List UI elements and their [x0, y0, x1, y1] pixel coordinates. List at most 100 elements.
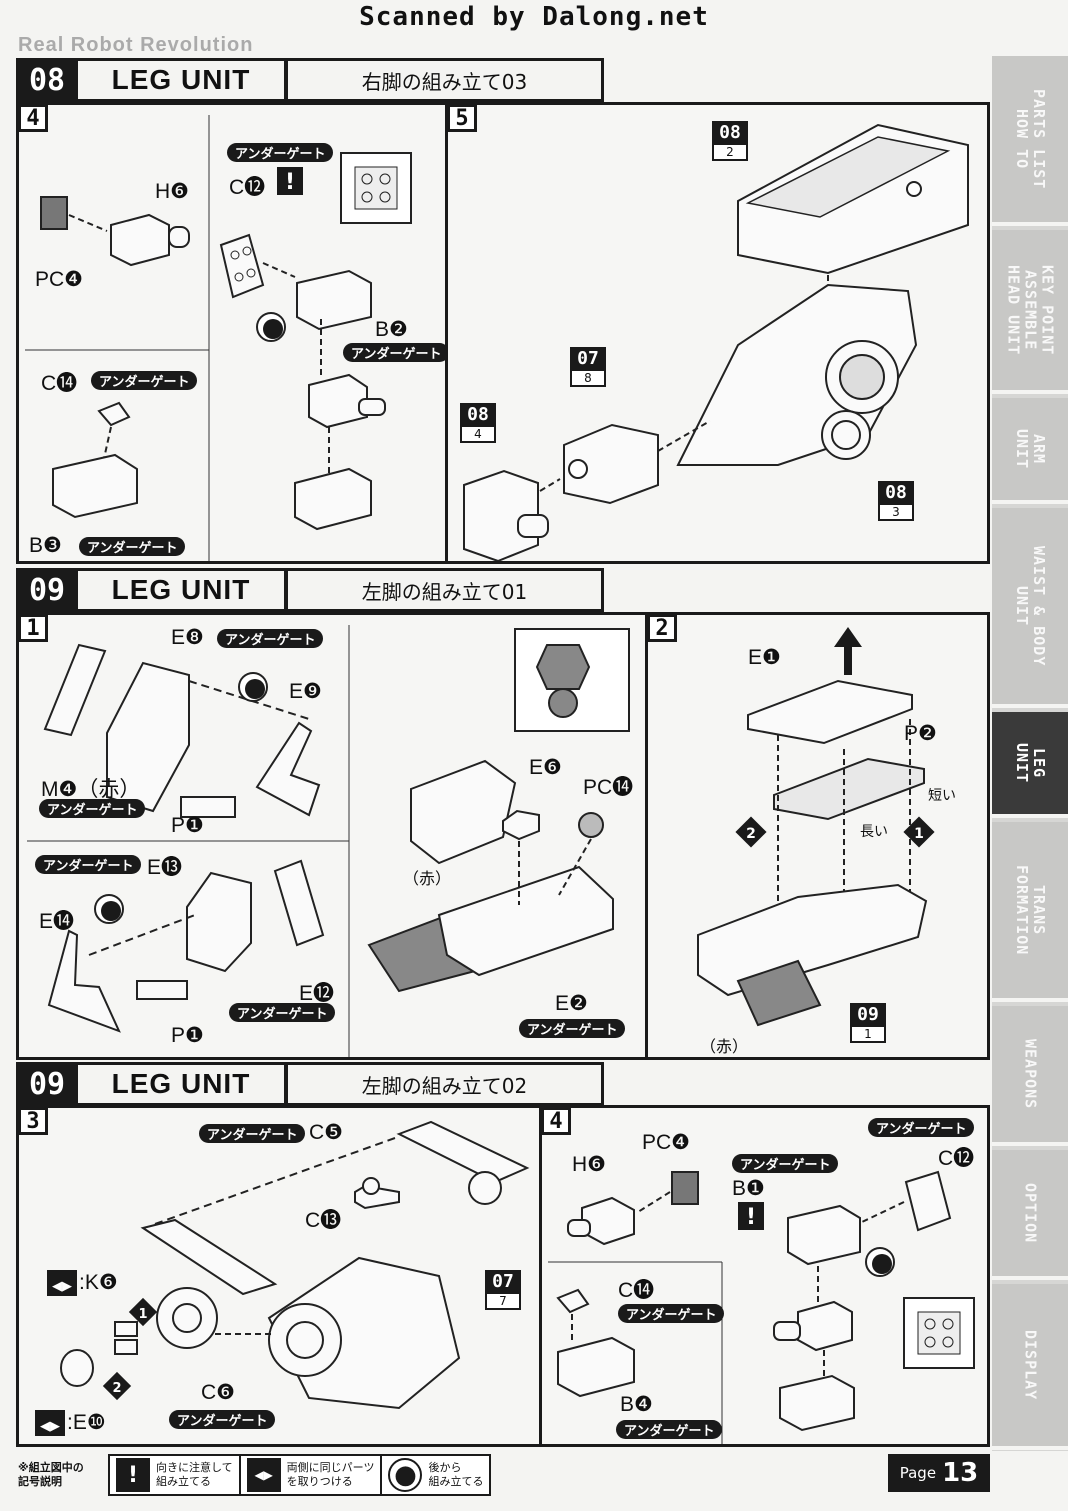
page-number: 13 — [942, 1458, 979, 1488]
part-label-b3: B❸ — [29, 534, 62, 557]
page-number-box: Page 13 — [888, 1454, 990, 1492]
under-gate-tag: アンダーゲート — [79, 537, 186, 556]
chapter-sidebar: PARTS LIST HOW TO KEY POINT ASSEMBLE HEA… — [992, 56, 1068, 1451]
symbol-legend: ※組立図中の 記号説明 ! 向きに注意して 組み立てる ◀▶ 両側に同じパーツ … — [18, 1454, 504, 1496]
under-gate-tag: アンダーゲート — [227, 143, 334, 162]
label-short: 短い — [928, 788, 956, 804]
section-title: LEG UNIT — [78, 1065, 284, 1103]
part-label-pc4: PC❹ — [35, 268, 83, 291]
step-number: 1 — [18, 614, 48, 642]
part-label-c14: C⓮ — [41, 372, 78, 395]
section-number: 09 — [28, 1066, 66, 1102]
under-gate-tag: アンダーゲート — [91, 371, 198, 390]
section-subtitle: 右脚の組み立て03 — [288, 61, 601, 99]
part-label-e9: E❾ — [289, 680, 322, 703]
svg-text:!: ! — [746, 1205, 756, 1230]
part-label-c12: C⓬ — [938, 1147, 975, 1170]
under-gate-tag: アンダーゲート — [519, 1019, 626, 1038]
under-gate-tag: アンダーゲート — [868, 1118, 975, 1137]
step-panel-09-1: 1 — [16, 612, 648, 1060]
part-label-e14: E⓮ — [39, 910, 75, 933]
step-illustration: 2 1 — [697, 627, 935, 1027]
part-label-b4: B❹ — [620, 1393, 653, 1416]
svg-text:2: 2 — [746, 826, 756, 842]
part-label-h6: H❻ — [572, 1153, 606, 1176]
step-number: 3 — [18, 1107, 48, 1135]
page-label: Page — [899, 1464, 937, 1482]
step-illustration: 1 2 ◀▶ ◀▶ — [35, 1120, 530, 1436]
svg-text:1: 1 — [138, 1307, 147, 1322]
under-gate-tag: アンダーゲート — [169, 1410, 276, 1429]
part-label-p2: P❷ — [904, 722, 937, 745]
part-label-h6: H❻ — [155, 180, 189, 203]
svg-text:!: ! — [285, 170, 295, 195]
under-gate-tag: アンダーゲート — [618, 1304, 725, 1323]
under-gate-tag: アンダーゲート — [616, 1420, 723, 1439]
under-gate-tag: アンダーゲート — [732, 1154, 839, 1173]
step-illustration — [463, 123, 969, 561]
step-panel-09-3: 3 1 2 ◀▶ ◀▶ アンダーゲート C❺ — [16, 1105, 542, 1447]
scan-credit: Scanned by Dalong.net — [359, 2, 709, 32]
label-long: 長い — [860, 824, 888, 840]
section-header-09b: 09 LEG UNIT 左脚の組み立て02 — [16, 1062, 604, 1106]
step-number: 4 — [18, 104, 48, 132]
svg-text:◀▶: ◀▶ — [40, 1419, 60, 1434]
svg-text:2: 2 — [112, 1381, 121, 1396]
color-note-red: （赤） — [700, 1037, 749, 1056]
series-title: Real Robot Revolution — [18, 34, 254, 56]
part-label-c13: C⓭ — [305, 1209, 342, 1232]
part-label-k6: :K❻ — [79, 1271, 118, 1294]
tab-transformation[interactable]: TRANS FORMATION — [992, 822, 1068, 1002]
under-gate-tag: アンダーゲート — [217, 629, 324, 648]
section-header-08: 08 LEG UNIT 右脚の組み立て03 — [16, 58, 604, 102]
part-label-e10: :E❿ — [67, 1411, 106, 1434]
tab-weapons[interactable]: WEAPONS — [992, 1006, 1068, 1146]
part-label-pc4: PC❹ — [642, 1131, 690, 1154]
part-label-e8: E❽ — [171, 626, 204, 649]
part-label-b1: B❶ — [732, 1177, 765, 1200]
legend-item-both-sides: ◀▶ 両側に同じパーツ を取りつける — [238, 1454, 383, 1496]
part-label-e6: E❻ — [529, 756, 562, 779]
tab-parts-list[interactable]: PARTS LIST HOW TO — [992, 56, 1068, 226]
section-number: 08 — [28, 62, 66, 98]
tab-display[interactable]: DISPLAY — [992, 1284, 1068, 1450]
exclamation-icon: ! — [116, 1458, 150, 1492]
under-gate-tag: アンダーゲート — [39, 799, 146, 818]
part-label-e1: E❶ — [748, 646, 781, 669]
part-label-p1: P❶ — [171, 814, 204, 837]
tab-waist-body-unit[interactable]: WAIST & BODY UNIT — [992, 508, 1068, 708]
under-gate-tag: アンダーゲート — [35, 855, 142, 874]
section-subtitle: 左脚の組み立て01 — [288, 571, 601, 609]
under-gate-tag: アンダーゲート — [229, 1003, 336, 1022]
step-illustration: ! — [548, 1170, 975, 1444]
tab-arm-unit[interactable]: ARM UNIT — [992, 398, 1068, 504]
tab-head-unit[interactable]: KEY POINT ASSEMBLE HEAD UNIT — [992, 230, 1068, 394]
legend-item-later: ● 後から 組み立てる — [380, 1454, 492, 1496]
step-panel-09-4: 4 ! PC❹ H❻ — [539, 1105, 990, 1447]
part-label-pc14: PC⓮ — [583, 776, 634, 799]
step-illustration: ! — [25, 115, 412, 561]
part-label-b2: B❷ — [375, 318, 408, 341]
part-label-e13: E⓭ — [147, 856, 183, 879]
step-number: 5 — [447, 104, 477, 132]
color-note-red: （赤） — [403, 869, 452, 888]
part-label-c14: C⓮ — [618, 1279, 655, 1302]
part-label-m4: M❹（赤） — [41, 778, 141, 801]
both-sides-icon: ◀▶ — [246, 1458, 281, 1492]
tab-leg-unit[interactable]: LEG UNIT — [992, 712, 1068, 818]
section-header-09a: 09 LEG UNIT 左脚の組み立て01 — [16, 568, 604, 612]
under-gate-tag: アンダーゲート — [343, 343, 450, 362]
section-title: LEG UNIT — [78, 571, 284, 609]
svg-text:◀▶: ◀▶ — [52, 1279, 72, 1294]
step-panel-08-4: 4 ! — [16, 102, 450, 564]
tab-option[interactable]: OPTION — [992, 1150, 1068, 1280]
step-illustration — [27, 625, 630, 1057]
step-number: 2 — [647, 614, 677, 642]
